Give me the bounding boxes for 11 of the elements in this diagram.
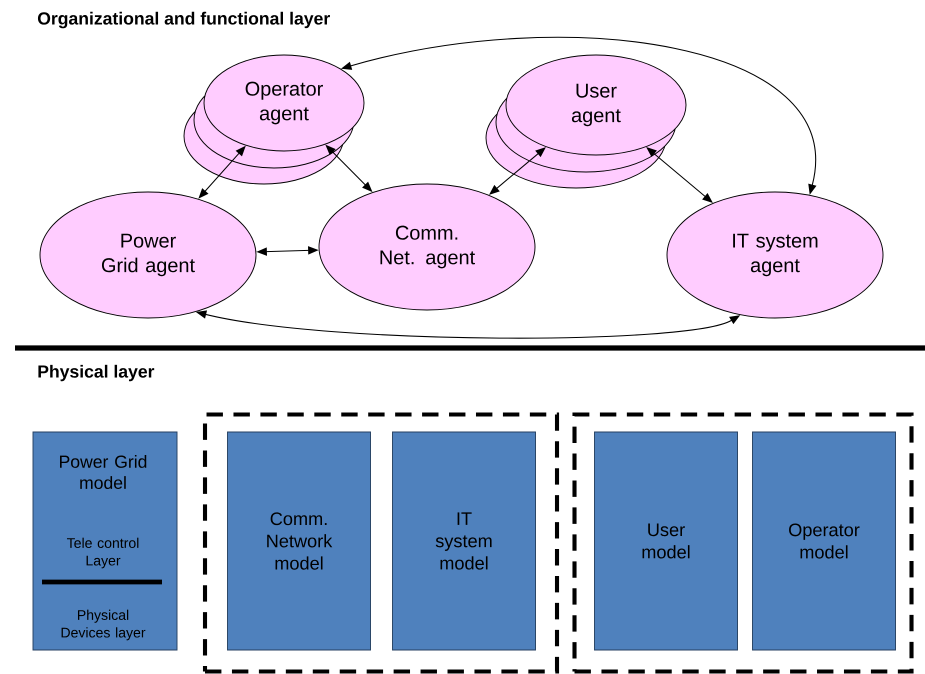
model-box: Comm. Network model bbox=[227, 432, 371, 650]
stacked-agent-ellipses: Operator agent bbox=[184, 54, 364, 184]
dashed-group-box bbox=[572, 412, 914, 674]
layer-heading: Organizational and functional layer bbox=[38, 12, 330, 28]
model-box: IT system model bbox=[392, 432, 536, 650]
model-box: Operator model bbox=[752, 432, 896, 650]
layer-heading: Physical layer bbox=[38, 364, 154, 382]
dashed-group-box bbox=[202, 412, 560, 674]
model-box: User model bbox=[594, 432, 738, 650]
stacked-agent-ellipses: User agent bbox=[486, 54, 686, 188]
model-box: Power Grid model Tele control Layer Physical Devices layer bbox=[32, 432, 178, 650]
